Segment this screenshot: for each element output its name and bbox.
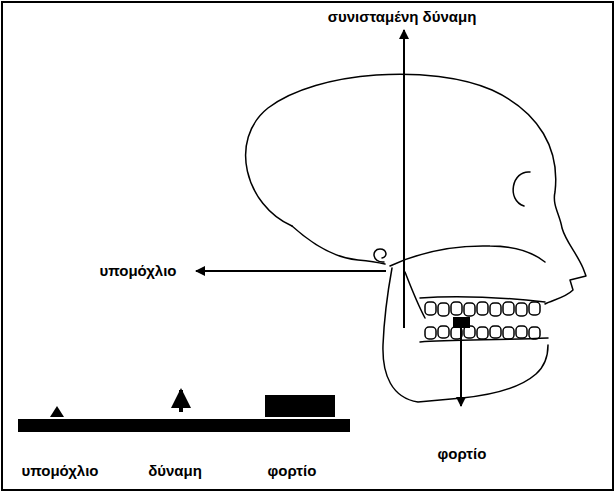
resultant-force-label: συνισταμένη δύναμη (328, 8, 477, 26)
load-arrow (460, 328, 462, 406)
lever-bar (18, 419, 350, 432)
fulcrum-label: υπομόχλιο (21, 462, 98, 480)
resultant-force-arrow (403, 30, 405, 328)
effort-arrow (179, 390, 183, 412)
skull-drawing (246, 74, 586, 402)
fulcrum-leader (196, 270, 386, 272)
upper-tooth (477, 302, 488, 315)
upper-tooth (464, 303, 475, 316)
load-label: φορτίο (438, 445, 487, 463)
food-bolus (453, 317, 470, 328)
upper-tooth (490, 303, 501, 316)
upper-tooth (425, 302, 436, 315)
lower-tooth (516, 326, 527, 338)
fulcrum-label: υπομόχλιο (99, 262, 176, 280)
upper-tooth (516, 303, 527, 316)
fulcrum-triangle (50, 406, 64, 417)
upper-tooth (503, 302, 514, 315)
load-label: φορτίο (268, 462, 317, 480)
lower-tooth (477, 327, 488, 339)
upper-tooth (451, 302, 462, 315)
lower-tooth (503, 327, 514, 339)
lower-tooth (438, 326, 449, 338)
upper-tooth (438, 303, 449, 316)
lower-tooth (490, 326, 501, 338)
upper-tooth (529, 302, 540, 315)
load-block (265, 395, 335, 417)
lower-tooth (425, 327, 436, 339)
effort-label: δύναμη (148, 462, 202, 480)
lower-tooth (529, 327, 540, 339)
